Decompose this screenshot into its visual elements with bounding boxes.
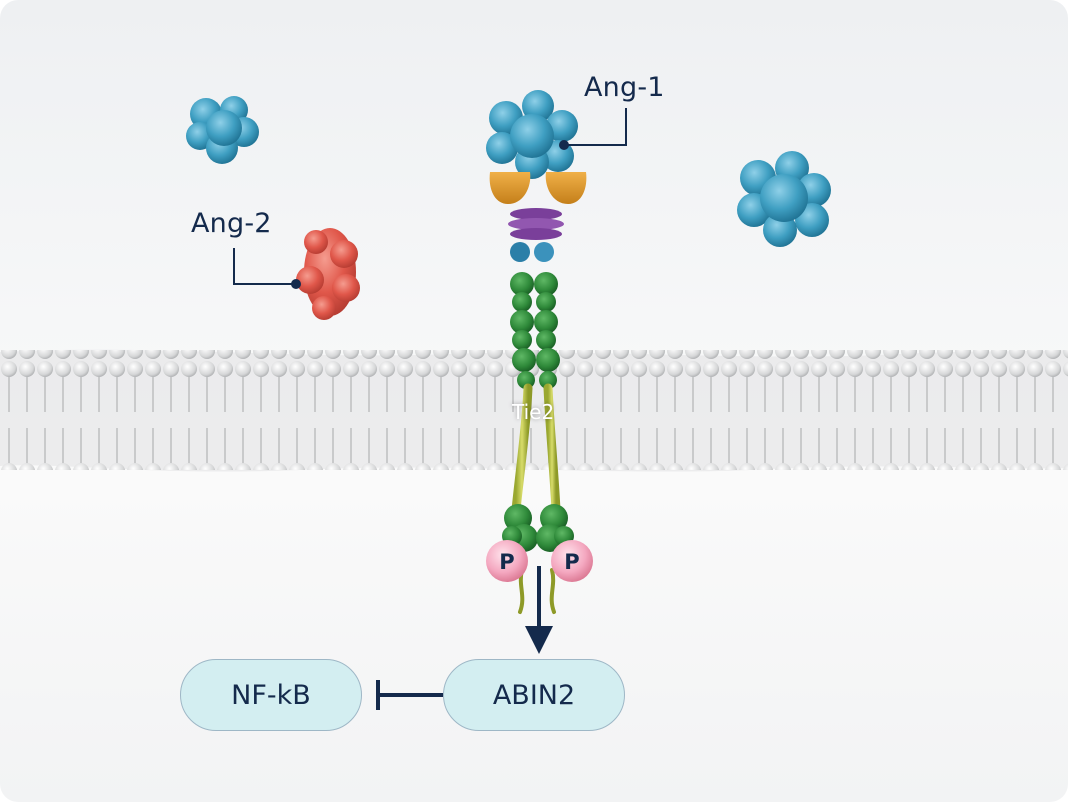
- tie2-label: Tie2: [512, 400, 555, 424]
- ang1-molecule-free-right: [737, 151, 831, 247]
- phosphate-right: P: [551, 540, 593, 582]
- phosphate-left: P: [486, 540, 528, 582]
- ang1-molecule-free-left: [186, 96, 259, 164]
- tie2-egf-domain: [508, 208, 564, 240]
- svg-text:P: P: [564, 550, 579, 574]
- activation-arrow: [525, 566, 553, 654]
- ang1-leader-line: [559, 108, 627, 150]
- tie2-receptor: P P: [486, 90, 593, 614]
- svg-text:P: P: [499, 550, 514, 574]
- abin2-node: ABIN2: [443, 659, 625, 731]
- cell-membrane: [0, 349, 1068, 472]
- nfkb-node-label: NF-kB: [231, 679, 311, 711]
- inhibition-arrow: [376, 680, 443, 710]
- abin2-node-label: ABIN2: [492, 679, 576, 711]
- ang2-label: Ang-2: [191, 208, 272, 239]
- nfkb-node: NF-kB: [180, 659, 362, 731]
- ang2-molecule: [296, 228, 360, 320]
- ang2-leader-line: [233, 248, 301, 289]
- ang1-label: Ang-1: [584, 72, 665, 103]
- ang1-molecule-bound: [486, 90, 578, 179]
- tie2-extracellular-domains: [510, 272, 560, 389]
